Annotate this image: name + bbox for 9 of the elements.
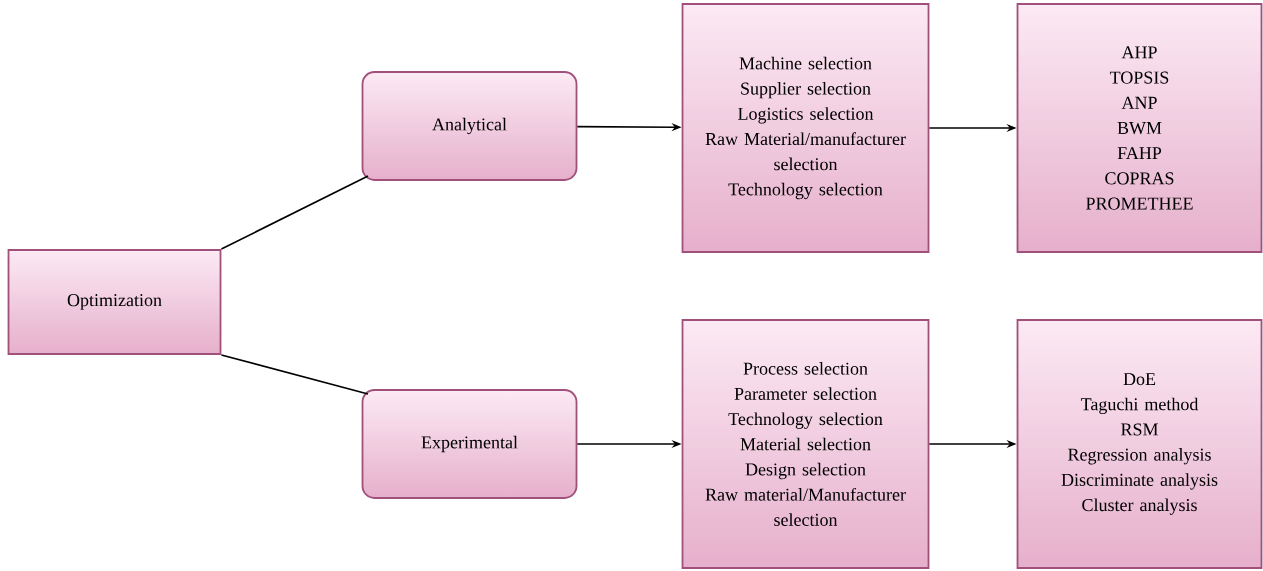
connector-line [220,175,369,250]
list-box: Machine selection Supplier selection Logistics selection Raw Material/manufacturer selection Technology selection [681,3,930,253]
process-box: Experimental [361,389,578,499]
list-box: AHP TOPSIS ANP BWM FAHP COPRAS PROMETHEE [1016,3,1263,253]
process-box: Analytical [361,71,578,181]
list-box: DoE Taguchi method RSM Regression analysis Discriminate analysis Cluster analysis [1016,319,1263,569]
connector-line [220,354,369,395]
list-box: Process selection Parameter selection Technology selection Material selection Design selection Raw material/Manufacturer selection [681,319,930,569]
process-box: Optimization [7,249,222,355]
